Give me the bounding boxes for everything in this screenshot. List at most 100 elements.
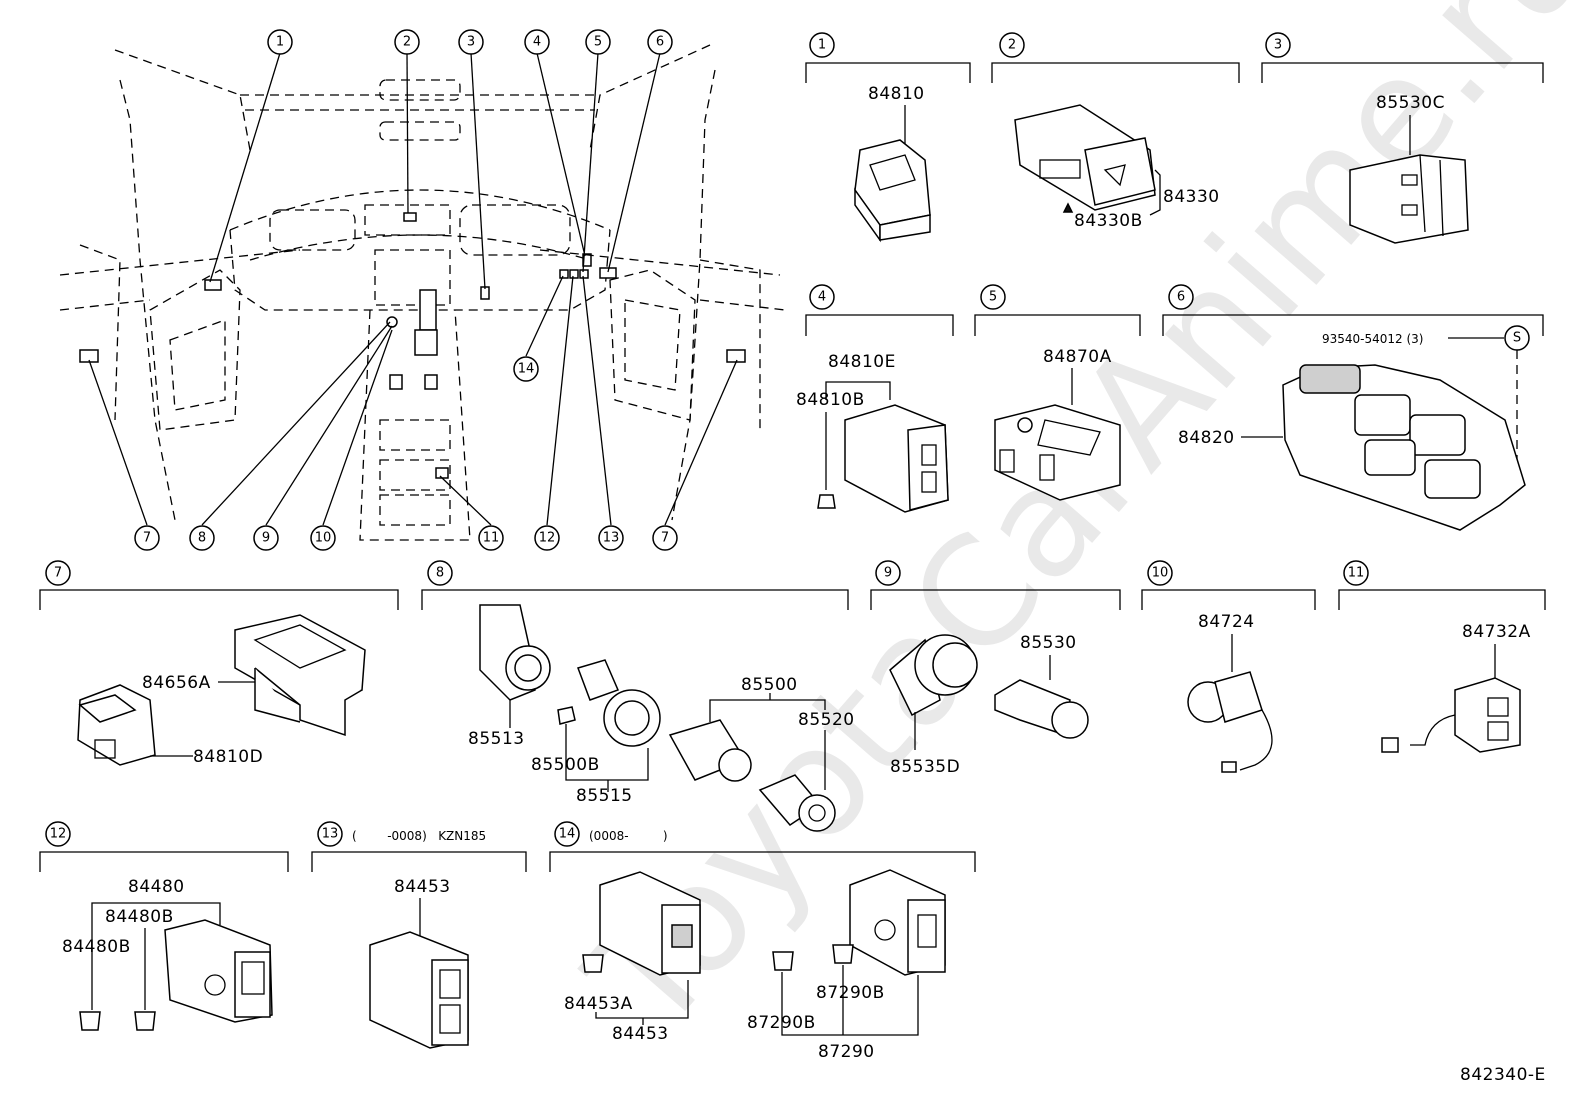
callout-10 [310, 525, 336, 551]
switch-84724-drawing [1187, 671, 1273, 773]
section-5-number: 5 [989, 290, 997, 305]
callout-13 [598, 525, 624, 551]
part-84870A-label: 84870A [1043, 347, 1112, 367]
callout-2 [394, 29, 420, 55]
lighter-85500-drawing [668, 719, 836, 832]
section-4-number: 4 [818, 290, 826, 305]
clip-84480B-left-icon [79, 1011, 101, 1031]
callout-11 [478, 525, 504, 551]
section-11: 11 84732A [1338, 560, 1546, 753]
part-84732A-label: 84732A [1462, 622, 1531, 642]
callout-9-text: 9 [262, 531, 270, 546]
section-1-badge [809, 32, 835, 58]
callout-12 [534, 525, 560, 551]
callout-2-text: 2 [403, 35, 411, 50]
section-7-badge [45, 560, 71, 586]
part-84330B-label: 84330B [1074, 211, 1143, 231]
switch-84453-s13-drawing [369, 931, 469, 1049]
callout-3 [458, 29, 484, 55]
callout-1-text: 1 [276, 35, 284, 50]
switch-84453-s14-drawing [599, 871, 701, 976]
section-14: 14 (0008- ) 84453A 84453 87290B 87290B 8… [549, 821, 976, 1062]
section-6-badge [1168, 284, 1194, 310]
screw-s-letter: S [1513, 331, 1521, 346]
switch-85530C-drawing [1349, 154, 1469, 244]
interior-overview-drawing [59, 44, 786, 541]
section-9: 9 85535D 85530 [870, 560, 1121, 777]
part-84453A-label: 84453A [564, 994, 633, 1014]
part-85500B-label: 85500B [531, 755, 600, 775]
section-13-badge [317, 821, 343, 847]
section-7-number: 7 [54, 566, 62, 581]
section-11-badge [1343, 560, 1369, 586]
part-85513-label: 85513 [468, 729, 525, 749]
callout-6 [647, 29, 673, 55]
part-84810B-label: 84810B [796, 390, 865, 410]
part-84810E-label: 84810E [828, 352, 896, 372]
section-1: 1 84810 [805, 32, 971, 243]
callout-7-right [652, 525, 678, 551]
callout-1 [267, 29, 293, 55]
part-84656A-label: 84656A [142, 673, 211, 693]
mirror-switch-84870A-drawing [994, 404, 1121, 501]
section-8-badge [427, 560, 453, 586]
part-84453-label-s13: 84453 [394, 877, 451, 897]
callout-11-text: 11 [483, 531, 500, 546]
socket-85515-drawing [557, 659, 661, 747]
callout-13-text: 13 [603, 531, 620, 546]
section-1-number: 1 [818, 38, 826, 53]
section-2-number: 2 [1008, 38, 1016, 53]
section-10: 10 84724 [1141, 560, 1316, 773]
callout-4 [524, 29, 550, 55]
callout-4-text: 4 [533, 35, 541, 50]
callout-14 [513, 356, 539, 382]
section-6-number: 6 [1177, 290, 1185, 305]
callout-12-text: 12 [539, 531, 556, 546]
diagram-code: 842340-E [1460, 1065, 1546, 1085]
part-93540-54012-label: 93540-54012 (3) [1322, 332, 1424, 346]
callout-3-text: 3 [467, 35, 475, 50]
section-9-number: 9 [884, 566, 892, 581]
section-2-badge [999, 32, 1025, 58]
callout-7-left-text: 7 [143, 531, 151, 546]
switch-84810E-drawing [844, 404, 949, 513]
callout-5 [585, 29, 611, 55]
section-9-badge [875, 560, 901, 586]
callout-7-left [134, 525, 160, 551]
section-3-number: 3 [1274, 38, 1282, 53]
switch-84810-drawing [854, 139, 931, 243]
section-7: 7 84656A 84810D [39, 560, 399, 767]
part-85500-label: 85500 [741, 675, 798, 695]
bezel-84656A-drawing [234, 614, 366, 737]
section-13: 13 ( -0008) KZN185 84453 [311, 821, 527, 1049]
part-87290B-label-a: 87290B [816, 983, 885, 1003]
socket-85530-drawing [994, 679, 1089, 739]
section-3-badge [1265, 32, 1291, 58]
part-84724-label: 84724 [1198, 612, 1255, 632]
callout-8-text: 8 [198, 531, 206, 546]
part-85515-label: 85515 [576, 786, 633, 806]
section-12: 12 84480 84480B 84480B [39, 821, 289, 1031]
callout-8 [189, 525, 215, 551]
section-4-badge [809, 284, 835, 310]
section-5: 5 84870A [974, 284, 1141, 501]
callout-6-text: 6 [656, 35, 664, 50]
section-14-badge [554, 821, 580, 847]
part-85530C-label: 85530C [1376, 93, 1445, 113]
section-13-number: 13 [322, 827, 339, 842]
section-5-badge [980, 284, 1006, 310]
section-12-number: 12 [50, 827, 67, 842]
part-84330-label: 84330 [1163, 187, 1220, 207]
part-84480-label: 84480 [128, 877, 185, 897]
part-85520-label: 85520 [798, 710, 855, 730]
part-85530-label: 85530 [1020, 633, 1077, 653]
part-84820-label: 84820 [1178, 428, 1235, 448]
section-8-number: 8 [436, 566, 444, 581]
section-4: 4 84810E 84810B [796, 284, 954, 513]
hazard-switch-84330-drawing [1014, 104, 1156, 211]
callout-10-text: 10 [315, 531, 332, 546]
switch-84810D-drawing [77, 684, 156, 766]
master-window-switch-84820-drawing [1282, 364, 1526, 531]
